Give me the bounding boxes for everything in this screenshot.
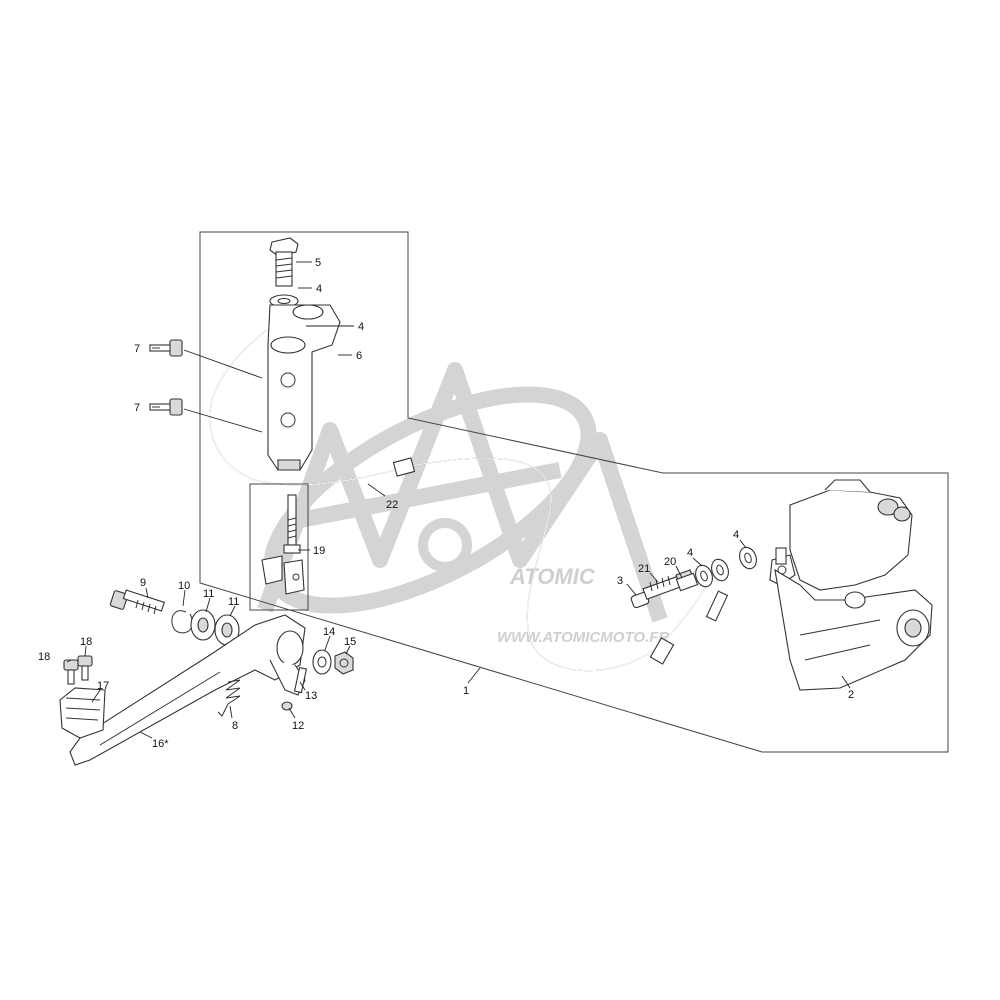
part-label-9: 9 [140,577,146,589]
watermark-url: WWW.ATOMICMOTO.FR [497,629,669,646]
pushrod-inset-frame [249,483,309,611]
pivot-bolt-9 [109,589,165,615]
assembly-frame [199,231,949,753]
part-label-10: 10 [178,580,190,592]
part-label-8: 8 [232,720,238,732]
washer-4-caliper-b [711,558,729,582]
banjo-bolt-5 [269,237,299,287]
part-label-12: 12 [292,720,304,732]
part-label-5: 5 [315,257,321,269]
master-cylinder-6 [267,304,341,471]
watermark-brand: ATOMIC [509,564,596,589]
part-label-13: 13 [305,690,317,702]
part-label-4: 4 [358,321,364,333]
part-label-6: 6 [356,350,362,362]
part-label-3: 3 [617,575,623,587]
part-label-19: 19 [313,545,325,557]
bolt-18-left [63,659,79,685]
bolt-7-upper [149,339,183,357]
brake-caliper-2 [769,479,933,691]
bolt-7-lower [149,398,183,416]
clip-12 [281,701,293,711]
part-label-22: 22 [386,499,398,511]
part-label-7: 7 [134,402,140,414]
pin-13 [293,666,308,694]
circlip-10 [171,610,193,634]
hose-fitting-upper [705,590,729,622]
part-label-16: 16* [152,738,169,750]
part-label-4: 4 [733,529,739,541]
pedal-tip-17 [59,687,106,739]
part-label-11: 11 [203,588,214,600]
washer-4-caliper-c [739,546,757,570]
part-label-17: 17 [97,680,109,692]
nut-15 [334,651,354,675]
part-label-15: 15 [344,636,356,648]
brake-hose-22-inner [209,317,721,672]
bolt-18-right [77,655,93,681]
washer-4-caliper-a [695,564,713,588]
part-label-11: 11 [228,596,239,608]
hose-fitting-lower [649,637,675,665]
part-label-4: 4 [687,547,693,559]
hose-sleeve [392,457,416,477]
part-label-18: 18 [80,636,92,648]
part-label-7: 7 [134,343,140,355]
part-label-20: 20 [664,556,676,568]
washer-14 [312,649,332,675]
part-label-18: 18 [38,651,50,663]
part-label-1: 1 [463,685,469,697]
washer-4-top-hole [277,298,291,304]
part-label-4: 4 [316,283,322,295]
leader-lines [66,261,851,739]
part-label-14: 14 [323,626,335,638]
push-rod-19 [261,494,305,595]
return-spring-8 [217,679,241,717]
part-label-2: 2 [848,689,854,701]
part-label-21: 21 [638,563,650,575]
bearing-11-left [190,609,216,641]
